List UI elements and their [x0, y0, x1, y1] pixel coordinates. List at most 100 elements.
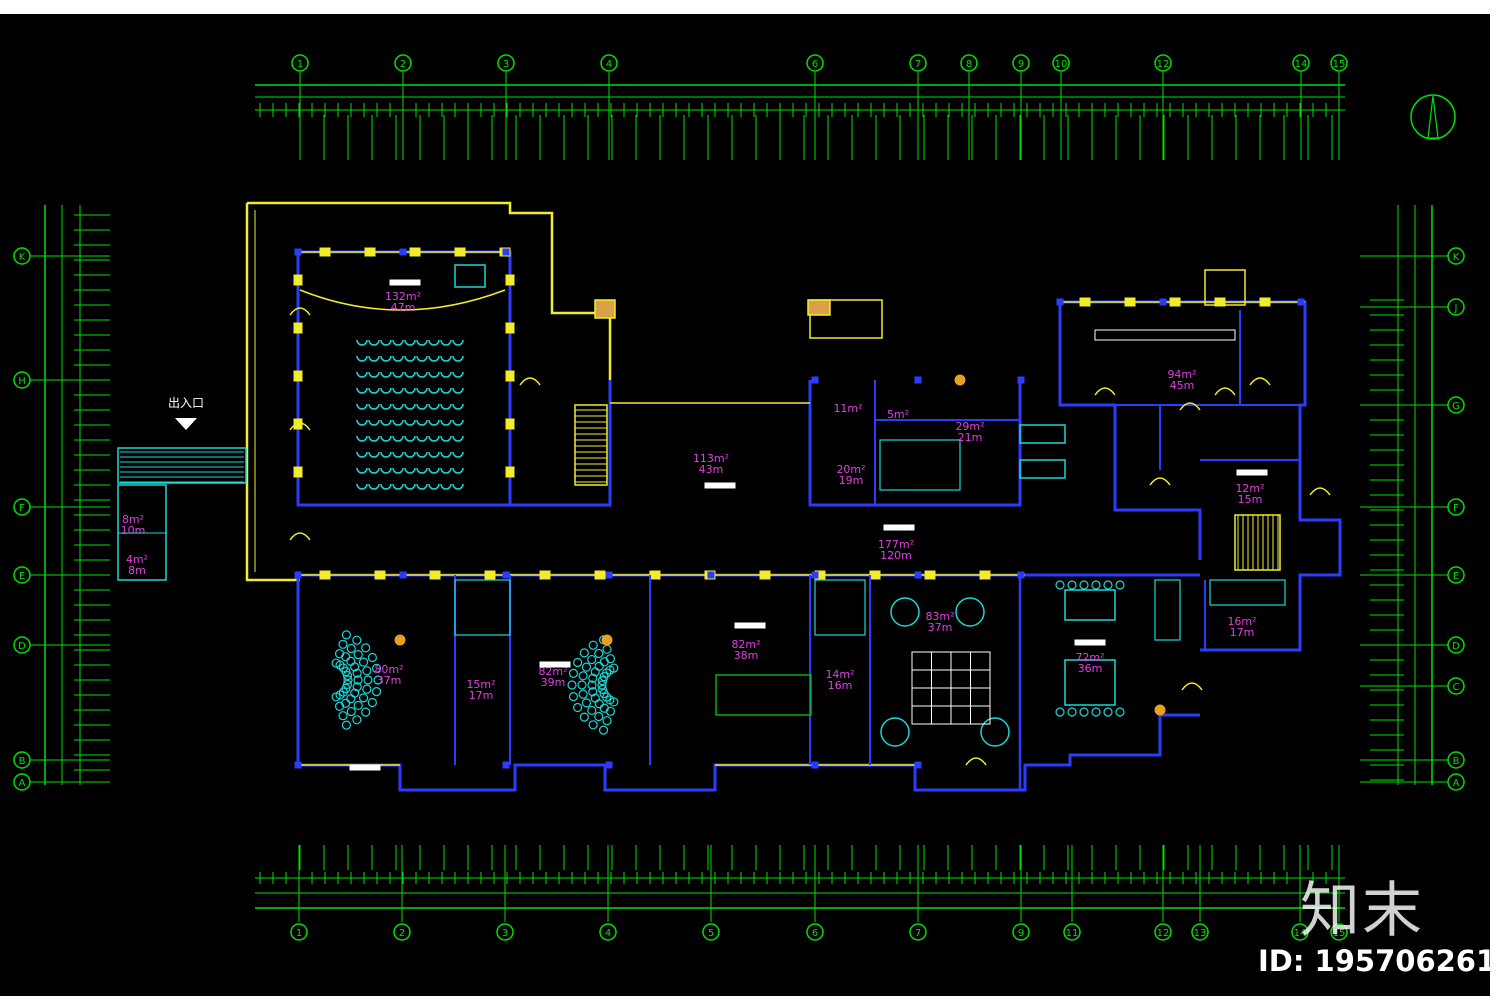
svg-text:80m²: 80m²	[374, 663, 403, 676]
axis-bubble-left: D	[13, 636, 31, 654]
svg-text:8: 8	[966, 59, 972, 70]
svg-text:45m: 45m	[1170, 379, 1195, 392]
svg-text:11: 11	[1066, 928, 1079, 939]
svg-text:K: K	[19, 252, 26, 263]
svg-text:4m²: 4m²	[126, 553, 148, 566]
svg-text:B: B	[19, 756, 26, 767]
north-arrow-icon	[1410, 94, 1456, 140]
svg-text:43m: 43m	[699, 463, 724, 476]
light-fixture	[954, 374, 966, 386]
svg-text:C: C	[1453, 682, 1460, 693]
svg-text:3: 3	[503, 59, 509, 70]
svg-text:177m²: 177m²	[878, 538, 914, 551]
svg-text:17m: 17m	[1230, 626, 1255, 639]
svg-text:120m: 120m	[880, 549, 912, 562]
axis-bubble-right: J	[1447, 298, 1465, 316]
svg-text:15: 15	[1333, 59, 1346, 70]
axis-bubble-top: 2	[394, 54, 412, 72]
entrance-arrow-icon	[175, 418, 197, 430]
axis-bubble-right: B	[1447, 751, 1465, 769]
svg-text:E: E	[19, 571, 25, 582]
room-name-tag	[539, 661, 571, 668]
axis-bubble-left: F	[13, 498, 31, 516]
axis-bubble-top: 12	[1154, 54, 1172, 72]
svg-text:21m: 21m	[958, 431, 983, 444]
stairs	[574, 269, 1281, 571]
svg-text:15: 15	[1333, 928, 1346, 939]
axis-bubble-left: E	[13, 566, 31, 584]
svg-text:11m²: 11m²	[833, 402, 862, 415]
axis-bubble-right: G	[1447, 396, 1465, 414]
light-fixture	[1154, 704, 1166, 716]
svg-text:8m²: 8m²	[122, 513, 144, 526]
svg-text:15m: 15m	[1238, 493, 1263, 506]
svg-text:2: 2	[399, 928, 405, 939]
svg-text:7: 7	[915, 59, 921, 70]
axis-bubble-right: D	[1447, 636, 1465, 654]
svg-text:A: A	[1453, 778, 1460, 789]
svg-text:10: 10	[1055, 59, 1068, 70]
svg-text:2: 2	[400, 59, 406, 70]
brand-watermark: 知末	[1300, 876, 1424, 946]
axis-bubble-bottom: 9	[1012, 923, 1030, 941]
axis-bubble-bottom: 6	[806, 923, 824, 941]
svg-text:14: 14	[1295, 59, 1308, 70]
room-name-tag	[883, 524, 915, 531]
svg-text:94m²: 94m²	[1167, 368, 1196, 381]
room-name-tag	[349, 764, 381, 771]
axis-bubble-bottom: 7	[909, 923, 927, 941]
svg-text:12: 12	[1157, 59, 1170, 70]
axis-bubble-bottom: 2	[393, 923, 411, 941]
svg-text:F: F	[19, 503, 25, 514]
svg-text:37m: 37m	[377, 674, 402, 687]
axis-bubble-top: 1	[291, 54, 309, 72]
svg-text:17m: 17m	[469, 689, 494, 702]
axis-bubble-top: 10	[1052, 54, 1070, 72]
svg-text:7: 7	[915, 928, 921, 939]
svg-text:19m: 19m	[839, 474, 864, 487]
svg-text:E: E	[1453, 571, 1459, 582]
svg-text:G: G	[1452, 401, 1460, 412]
svg-text:H: H	[18, 376, 26, 387]
stage-edge	[299, 289, 506, 311]
svg-text:K: K	[1453, 252, 1460, 263]
dimension-chain-left	[30, 205, 110, 785]
axis-bubble-bottom: 11	[1063, 923, 1081, 941]
svg-text:1: 1	[296, 928, 302, 939]
light-fixture	[601, 634, 613, 646]
doors	[289, 307, 1331, 766]
svg-text:29m²: 29m²	[955, 420, 984, 433]
room-area-label: 11m²	[833, 402, 862, 415]
room-name-tag	[734, 622, 766, 629]
axis-bubble-top: 14	[1292, 54, 1310, 72]
drawing-background	[0, 14, 1490, 996]
dimension-chain-right	[1360, 205, 1448, 785]
svg-text:15m²: 15m²	[466, 678, 495, 691]
axis-bubble-top: 6	[806, 54, 824, 72]
axis-bubble-left: B	[13, 751, 31, 769]
svg-text:13: 13	[1194, 928, 1207, 939]
svg-text:132m²: 132m²	[385, 290, 421, 303]
light-fixture	[394, 634, 406, 646]
svg-text:F: F	[1453, 503, 1459, 514]
svg-text:10m: 10m	[121, 524, 146, 537]
svg-text:1: 1	[297, 59, 303, 70]
entrance-steps	[117, 447, 247, 581]
svg-text:72m²: 72m²	[1075, 651, 1104, 664]
svg-text:12m²: 12m²	[1235, 482, 1264, 495]
svg-text:D: D	[1452, 641, 1460, 652]
axis-bubble-right: F	[1447, 498, 1465, 516]
entrance-label: 出入口	[168, 396, 204, 410]
svg-text:J: J	[1454, 303, 1458, 314]
axis-bubble-top: 3	[497, 54, 515, 72]
svg-text:16m: 16m	[828, 679, 853, 692]
